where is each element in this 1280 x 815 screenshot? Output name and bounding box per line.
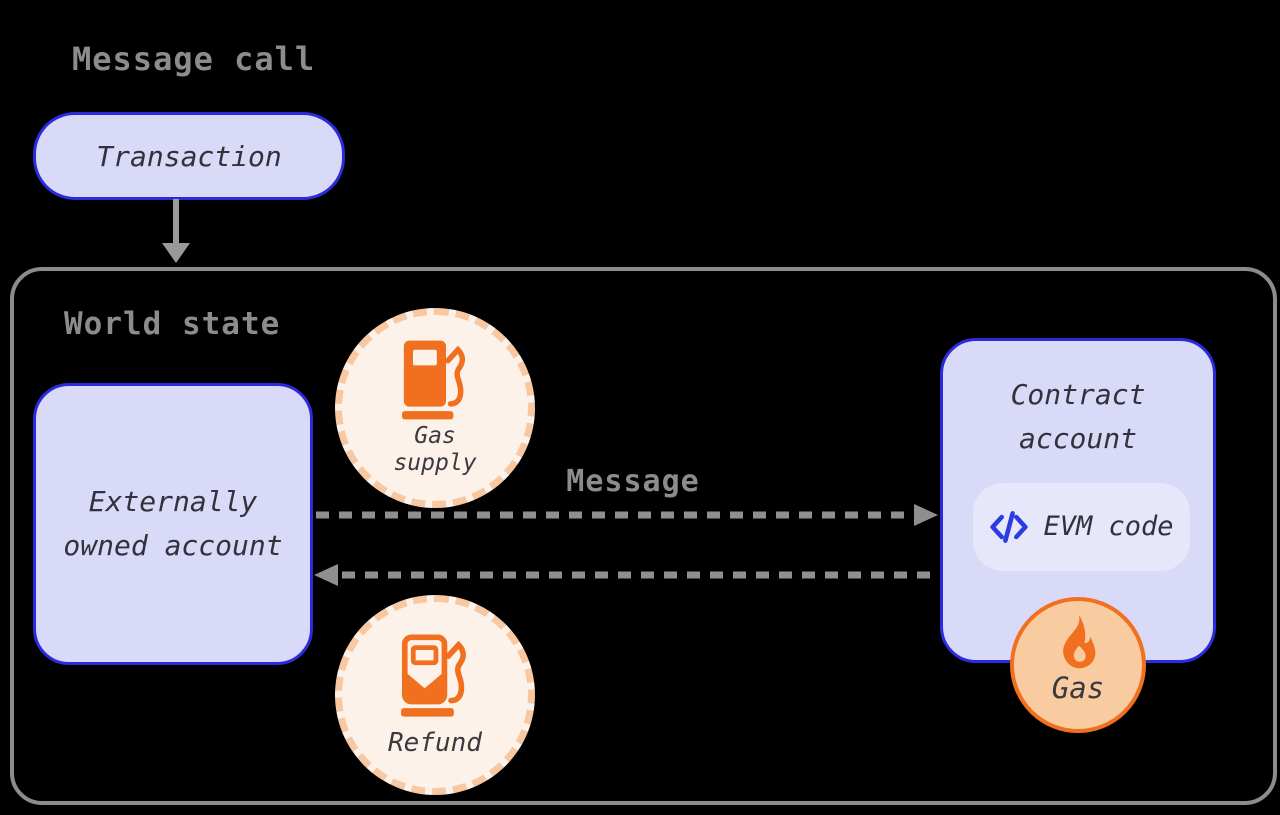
refund-label: Refund	[388, 728, 482, 758]
eoa-label-line1: Externally	[88, 485, 258, 518]
down-arrow-icon	[162, 199, 190, 263]
evm-code-pill: EVM code	[973, 483, 1190, 571]
flame-icon	[1063, 614, 1096, 669]
message-arrow-label: Message	[566, 464, 700, 499]
gas-supply-label-line2: supply	[393, 450, 477, 476]
diagram-title: Message call	[72, 40, 316, 78]
transaction-node: Transaction	[33, 112, 345, 200]
world-state-container	[10, 267, 1277, 805]
gas-label: Gas	[1051, 671, 1105, 705]
gas-pump-icon	[402, 340, 466, 420]
eoa-label-line2: owned account	[63, 529, 283, 562]
message-dashed-arrow-right	[316, 504, 938, 526]
externally-owned-account-node: Externally owned account	[33, 383, 313, 665]
transaction-label: Transaction	[96, 139, 282, 173]
contract-label-line1: Contract	[1010, 378, 1146, 411]
refund-node: Refund	[335, 595, 535, 795]
return-dashed-arrow-left	[314, 564, 940, 586]
gas-supply-label-line1: Gas	[414, 423, 456, 449]
gas-pump-refund-icon	[401, 634, 466, 717]
gas-supply-node: Gas supply	[335, 308, 535, 508]
code-icon	[990, 511, 1029, 543]
world-state-label: World state	[64, 306, 281, 342]
contract-label-line2: account	[1018, 422, 1137, 455]
evm-code-label: EVM code	[1043, 511, 1174, 542]
gas-node: Gas	[1010, 597, 1146, 733]
